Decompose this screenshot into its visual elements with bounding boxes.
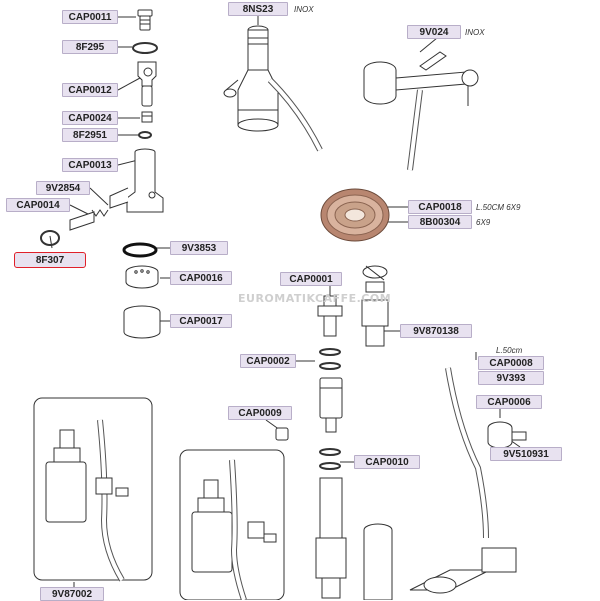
label-cap0001[interactable]: CAP0001 [280, 272, 342, 286]
label-cap0008[interactable]: CAP0008 [478, 356, 544, 370]
label-cap0011[interactable]: CAP0011 [62, 10, 118, 24]
label-cap0013[interactable]: CAP0013 [62, 158, 118, 172]
watermark: EUROMATIKCAFFE.COM [238, 292, 392, 305]
label-9v510931[interactable]: 9V510931 [490, 447, 562, 461]
label-cap0012[interactable]: CAP0012 [62, 83, 118, 97]
label-8f307[interactable]: 8F307 [14, 252, 86, 268]
label-cap0006[interactable]: CAP0006 [476, 395, 542, 409]
label-8f295[interactable]: 8F295 [62, 40, 118, 54]
label-cap0018[interactable]: CAP0018 [408, 200, 472, 214]
label-cap0009[interactable]: CAP0009 [228, 406, 292, 420]
label-cap0010[interactable]: CAP0010 [354, 455, 420, 469]
label-cap0014[interactable]: CAP0014 [6, 198, 70, 212]
label-cap0024[interactable]: CAP0024 [62, 111, 118, 125]
label-9v024[interactable]: 9V024 [407, 25, 461, 39]
label-9v870138[interactable]: 9V870138 [400, 324, 472, 338]
label-9v2854[interactable]: 9V2854 [36, 181, 90, 195]
label-9v87002[interactable]: 9V87002 [40, 587, 104, 601]
note-inox-2: INOX [465, 28, 485, 37]
note-cap0018-length: L.50CM 6X9 [476, 203, 521, 212]
label-8ns23[interactable]: 8NS23 [228, 2, 288, 16]
label-8f2951[interactable]: 8F2951 [62, 128, 118, 142]
note-cap0008-length: L.50cm [496, 346, 523, 355]
note-inox-1: INOX [294, 5, 314, 14]
label-cap0002[interactable]: CAP0002 [240, 354, 296, 368]
note-8b00304-size: 6X9 [476, 218, 491, 227]
label-8b00304[interactable]: 8B00304 [408, 215, 472, 229]
label-9v3853[interactable]: 9V3853 [170, 241, 228, 255]
label-cap0017[interactable]: CAP0017 [170, 314, 232, 328]
label-9v393[interactable]: 9V393 [478, 371, 544, 385]
label-cap0016[interactable]: CAP0016 [170, 271, 232, 285]
